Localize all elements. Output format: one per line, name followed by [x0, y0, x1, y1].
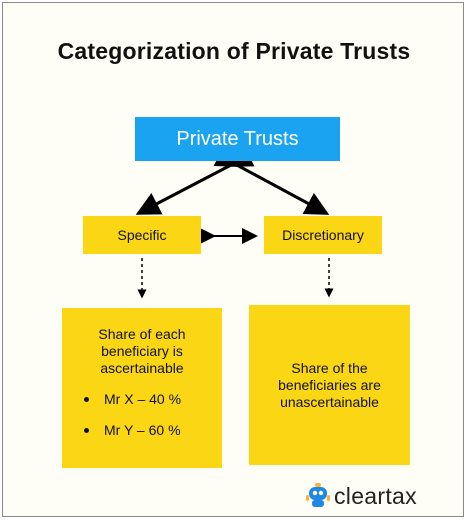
diagram-title: Categorization of Private Trusts	[57, 38, 411, 64]
bullet-text: Mr X – 40 %	[104, 391, 182, 407]
category-label-specific: Specific	[117, 227, 167, 243]
bullet-dot-icon	[84, 428, 89, 433]
specific-bullet-list: Mr X – 40 % Mr Y – 60 %	[62, 391, 222, 439]
robot-mascot-icon	[306, 483, 330, 507]
bullet-text: Mr Y – 60 %	[104, 422, 181, 438]
root-node-label: Private Trusts	[176, 127, 299, 150]
arrow-root-specific	[135, 145, 255, 215]
bullet-item: Mr Y – 60 %	[62, 422, 222, 439]
arrow-root-discretionary	[213, 144, 330, 215]
cleartax-logo: cleartax	[306, 481, 417, 511]
root-node-private-trusts: Private Trusts	[135, 117, 340, 161]
detail-node-discretionary: Share of the beneficiaries are unascerta…	[249, 305, 410, 465]
detail-node-specific: Share of each beneficiary is ascertainab…	[62, 308, 222, 468]
bullet-item: Mr X – 40 %	[62, 391, 222, 408]
specific-description: Share of each beneficiary is ascertainab…	[98, 326, 186, 376]
discretionary-description: Share of the beneficiaries are unascerta…	[278, 359, 381, 410]
category-label-discretionary: Discretionary	[282, 227, 364, 243]
bullet-dot-icon	[84, 397, 89, 402]
logo-wordmark: cleartax	[334, 482, 417, 509]
category-node-discretionary: Discretionary	[264, 216, 382, 254]
category-node-specific: Specific	[83, 216, 201, 254]
